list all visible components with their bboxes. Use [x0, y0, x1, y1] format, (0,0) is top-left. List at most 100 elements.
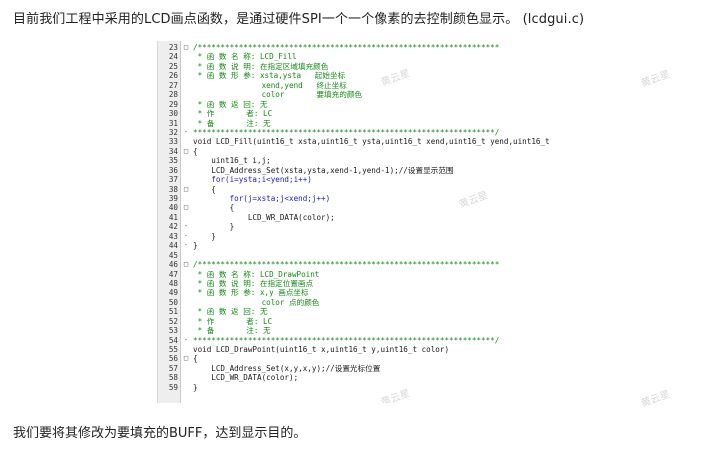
line-number: 58 — [168, 373, 178, 383]
line-number: 27 — [168, 80, 178, 90]
code-line: 29 * 函 数 返 回: 无 — [158, 100, 554, 109]
code-line: 49 * 函 数 形 参: x,y 画点坐标 — [158, 288, 554, 297]
fold-marker: - — [183, 241, 189, 250]
line-number: 36 — [168, 165, 178, 175]
line-number: 28 — [168, 90, 178, 100]
code-line: 34□{ — [158, 147, 554, 156]
code-text: } — [193, 231, 216, 241]
fold-marker: - — [183, 335, 189, 344]
fold-marker: □ — [183, 184, 189, 193]
code-text: /***************************************… — [193, 43, 500, 52]
line-number: 37 — [168, 175, 178, 185]
line-number: 51 — [168, 307, 178, 317]
code-text: * 备 注: 无 — [193, 326, 271, 336]
code-line: 30 * 作 者: LC — [158, 109, 554, 118]
code-text: * 函 数 名 称: LCD_Fill — [193, 52, 297, 62]
line-number: 30 — [168, 109, 178, 119]
fold-marker: □ — [183, 43, 189, 51]
line-number: 52 — [168, 316, 178, 326]
code-line: 39 for(j=xsta;j<xend;j++) — [158, 194, 554, 203]
code-line: 36 LCD_Address_Set(xsta,ysta,xend-1,yend… — [158, 166, 554, 175]
code-line: 24 * 函 数 名 称: LCD_Fill — [158, 52, 554, 61]
code-text: * 作 者: LC — [193, 316, 273, 326]
line-number: 44 — [168, 241, 178, 251]
line-number: 46 — [168, 260, 178, 270]
code-text: } — [193, 241, 198, 251]
line-number: 34 — [168, 146, 178, 156]
code-text: } — [193, 222, 235, 232]
code-line: 32-*************************************… — [158, 128, 554, 137]
line-number: 23 — [168, 43, 178, 52]
outro-paragraph: 我们要将其修改为要填充的BUFF，达到显示目的。 — [13, 426, 307, 441]
code-text: { — [193, 146, 198, 156]
code-text: ****************************************… — [193, 127, 500, 137]
code-text: void LCD_Fill(uint16_t xsta,uint16_t yst… — [193, 137, 554, 147]
line-number: 42 — [168, 222, 178, 232]
code-text: * 函 数 返 回: 无 — [193, 99, 268, 109]
code-line: 37 for(i=ysta;i<yend;i++) — [158, 175, 554, 184]
code-line: 57 LCD_Address_Set(x,y,x,y);//设置光标位置 — [158, 364, 554, 373]
code-line: 45 — [158, 251, 554, 260]
code-text: LCD_Address_Set(x,y,x,y);//设置光标位置 — [193, 363, 381, 373]
fold-marker: □ — [183, 203, 189, 212]
code-text: * 函 数 说 明: 在指定区域填充颜色 — [193, 61, 329, 71]
code-text: * 函 数 说 明: 在指定位置画点 — [193, 278, 314, 288]
code-line: 28 color 要填充的颜色 — [158, 90, 554, 99]
fold-marker: □ — [183, 354, 189, 363]
line-number: 29 — [168, 99, 178, 109]
code-text: xend,yend 终止坐标 — [193, 80, 347, 90]
line-number: 25 — [168, 61, 178, 71]
code-text: uint16_t i,j; — [193, 156, 271, 166]
line-number: 32 — [168, 127, 178, 137]
code-line: 58 LCD_WR_DATA(color); — [158, 373, 554, 382]
code-line: 53 * 备 注: 无 — [158, 326, 554, 335]
code-line: 52 * 作 者: LC — [158, 317, 554, 326]
line-number: 48 — [168, 278, 178, 288]
code-line: 23 □ /************************************… — [158, 43, 554, 52]
code-line: 48 * 函 数 说 明: 在指定位置画点 — [158, 279, 554, 288]
code-line: 54-*************************************… — [158, 336, 554, 345]
code-line: 51 * 函 数 返 回: 无 — [158, 307, 554, 316]
code-line: 41 LCD_WR_DATA(color); — [158, 213, 554, 222]
code-text: * 备 注: 无 — [193, 118, 271, 128]
fold-margin — [180, 41, 191, 403]
code-text: color 要填充的颜色 — [193, 90, 363, 100]
code-line: 35 uint16_t i,j; — [158, 156, 554, 165]
code-line: 25 * 函 数 说 明: 在指定区域填充颜色 — [158, 62, 554, 71]
line-number: 55 — [168, 345, 178, 354]
line-number: 26 — [168, 71, 178, 81]
code-text: /***************************************… — [193, 260, 500, 270]
watermark: 黄云星 — [639, 389, 672, 410]
code-line: 47 * 函 数 名 称: LCD_DrawPoint — [158, 270, 554, 279]
code-line: 42- } — [158, 222, 554, 231]
line-number: 31 — [168, 118, 178, 128]
line-number: 54 — [168, 335, 178, 345]
code-text: * 函 数 返 回: 无 — [193, 307, 268, 317]
watermark: 黄云星 — [639, 69, 672, 90]
code-line: 38 □ { — [158, 185, 554, 194]
code-text: * 作 者: LC — [193, 109, 273, 119]
line-number: 53 — [168, 326, 178, 336]
code-line: 56□{ — [158, 354, 554, 363]
code-text: color 点的颜色 — [193, 297, 320, 307]
code-text: LCD_WR_DATA(color); — [193, 373, 299, 383]
line-number-gutter — [158, 41, 180, 403]
code-line: 40□ { — [158, 203, 554, 212]
fold-marker: - — [183, 231, 189, 240]
code-line: 46 □ /************************************… — [158, 260, 554, 269]
code-text: { — [193, 184, 216, 194]
line-number: 38 — [168, 184, 178, 194]
code-line: 43- } — [158, 232, 554, 241]
fold-marker: □ — [183, 260, 189, 269]
code-line: 31 * 备 注: 无 — [158, 119, 554, 128]
code-line: 44-} — [158, 241, 554, 250]
line-number: 50 — [168, 297, 178, 307]
code-text: LCD_Address_Set(xsta,ysta,xend-1,yend-1)… — [193, 165, 454, 175]
code-line: 26 * 函 数 形 参: xsta,ysta 起始坐标 — [158, 71, 554, 80]
code-text: { — [193, 203, 235, 213]
code-text: LCD_WR_DATA(color); — [193, 212, 335, 222]
code-screenshot: 23 □ /************************************… — [157, 41, 554, 403]
code-text: * 函 数 名 称: LCD_DrawPoint — [193, 269, 320, 279]
